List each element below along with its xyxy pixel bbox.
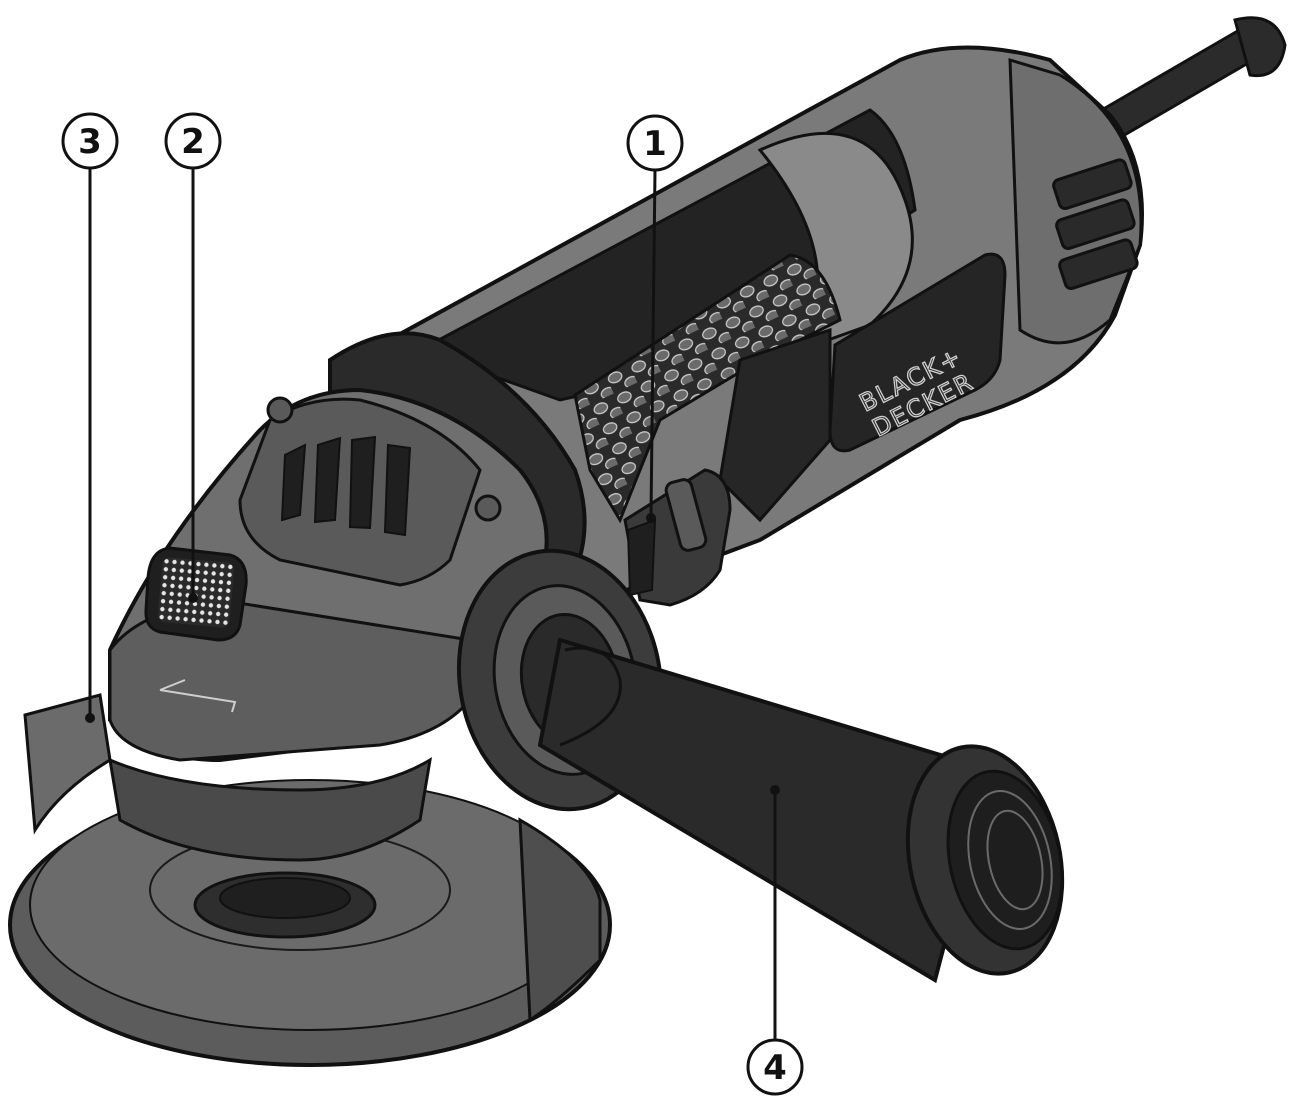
callout-1: 1 [628,116,682,170]
rear-vents [1052,158,1139,290]
side-handle-icon [540,640,1082,988]
callout-4: 4 [748,1040,802,1094]
callout-2-label: 2 [181,122,205,162]
screw-icon [268,398,292,422]
callout-3-label: 3 [78,122,102,162]
screw-icon [476,496,500,520]
spindle-lock-button-icon [146,548,246,640]
callout-1-label: 1 [643,124,667,164]
callout-2: 2 [166,114,220,168]
callout-4-label: 4 [763,1048,787,1088]
callout-3: 3 [63,114,117,168]
